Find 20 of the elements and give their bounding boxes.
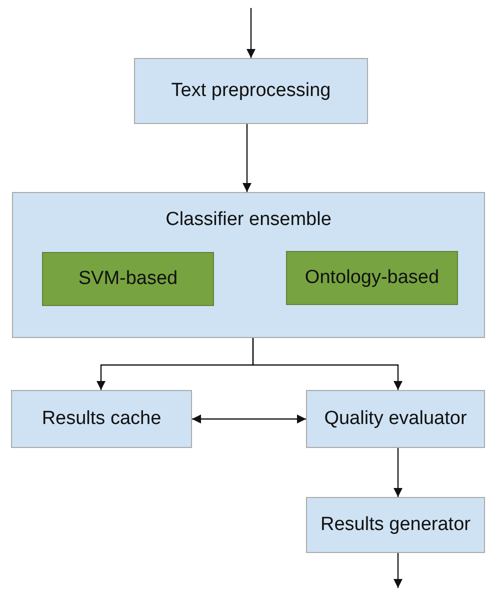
node-label: Classifier ensemble [166, 209, 332, 231]
group-box [12, 192, 485, 338]
node-label: Ontology-based [304, 267, 440, 289]
process-box [306, 497, 485, 553]
process-box [134, 58, 368, 124]
node-label: Results cache [42, 408, 162, 430]
process-box [286, 251, 458, 305]
arrow [252, 338, 402, 390]
process-box [306, 390, 485, 448]
node-label: Quality evaluator [324, 408, 467, 430]
arrow [246, 8, 256, 58]
process-box [11, 390, 192, 448]
arrow [394, 553, 402, 588]
arrow [394, 448, 402, 497]
node-label: SVM-based [78, 268, 178, 290]
process-box [42, 252, 214, 306]
arrow [242, 124, 252, 192]
arrow [192, 414, 306, 424]
node-label: Results generator [320, 514, 470, 536]
node-label: Text preprocessing [171, 80, 331, 102]
